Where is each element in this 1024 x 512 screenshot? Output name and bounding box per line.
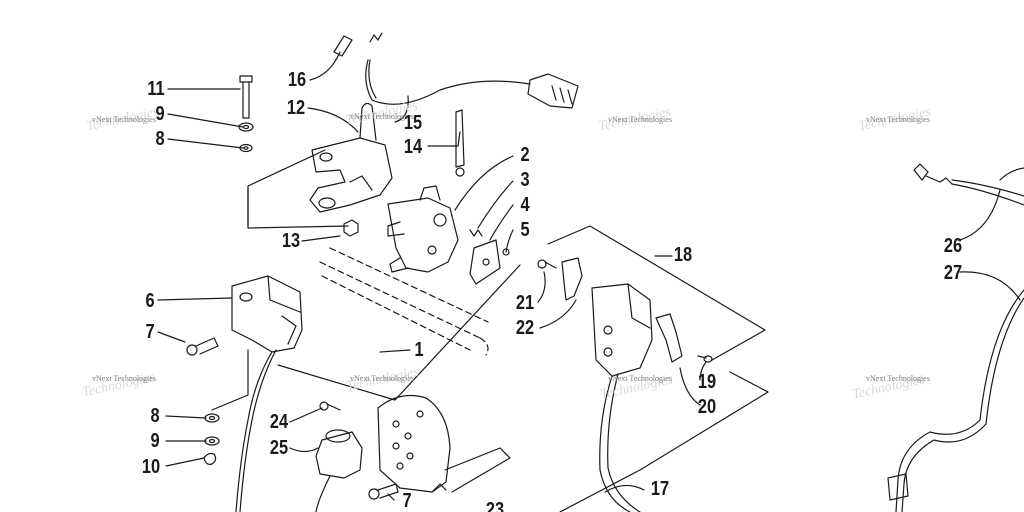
part-label-10: 10 bbox=[141, 456, 161, 478]
part-label-26: 26 bbox=[943, 235, 963, 257]
part-label-9-lower: 9 bbox=[150, 430, 160, 452]
part-label-24: 24 bbox=[269, 411, 289, 433]
cable-17 bbox=[599, 373, 641, 512]
clamp-12 bbox=[309, 102, 393, 213]
part-label-5: 5 bbox=[520, 219, 530, 241]
screw-7-lower bbox=[368, 483, 399, 500]
cap-25 bbox=[315, 429, 363, 512]
screw-24 bbox=[319, 401, 341, 411]
block-13 bbox=[343, 219, 359, 237]
screw-7-upper bbox=[186, 337, 219, 356]
part-label-2: 2 bbox=[520, 144, 530, 166]
part-label-7-lower: 7 bbox=[402, 490, 412, 512]
lever-20 bbox=[655, 313, 683, 363]
part-label-4: 4 bbox=[520, 194, 530, 216]
watermark: vNext Technologies bbox=[92, 374, 156, 383]
part-label-11: 11 bbox=[147, 78, 165, 100]
plug-16 bbox=[333, 35, 353, 57]
part-label-20: 20 bbox=[697, 396, 717, 418]
bolt-11 bbox=[239, 75, 253, 119]
leader-lines bbox=[157, 51, 1021, 501]
part-label-25: 25 bbox=[269, 437, 289, 459]
part-label-12: 12 bbox=[286, 97, 306, 119]
part-label-15: 15 bbox=[403, 112, 423, 134]
part-label-9: 9 bbox=[155, 103, 165, 125]
part-label-21: 21 bbox=[515, 292, 535, 314]
washer-9-top bbox=[238, 122, 254, 132]
part-label-7: 7 bbox=[145, 321, 155, 343]
throttle-cable bbox=[235, 349, 277, 512]
screw-21 bbox=[537, 259, 557, 269]
housing-2 bbox=[387, 185, 459, 273]
washer-9-lower bbox=[204, 436, 220, 446]
watermark: vNext Technologies bbox=[866, 115, 930, 124]
part-1-dashed-outline bbox=[319, 247, 489, 356]
watermark: vNext Technologies bbox=[350, 112, 414, 121]
clip-10 bbox=[203, 452, 217, 465]
assembly-brackets bbox=[211, 149, 769, 512]
cable-27 bbox=[887, 289, 1024, 512]
part-label-1: 1 bbox=[414, 339, 424, 361]
part-label-17: 17 bbox=[650, 478, 670, 500]
part-label-22: 22 bbox=[515, 317, 535, 339]
watermark: vNext Technologies bbox=[608, 115, 672, 124]
part-label-19: 19 bbox=[697, 371, 717, 393]
watermark: vNext Technologies bbox=[92, 115, 156, 124]
washer-8-lower bbox=[204, 413, 220, 423]
part-label-18: 18 bbox=[673, 244, 693, 266]
cable-26 bbox=[913, 163, 1024, 206]
plate-4 bbox=[469, 239, 501, 285]
part-label-14: 14 bbox=[403, 136, 423, 158]
spring-3 bbox=[469, 229, 483, 237]
part-label-8: 8 bbox=[155, 128, 165, 150]
part-label-6: 6 bbox=[145, 290, 155, 312]
part-label-8-lower: 8 bbox=[150, 405, 160, 427]
washer-8-top bbox=[239, 143, 253, 153]
part-label-13: 13 bbox=[281, 230, 301, 252]
part-label-27: 27 bbox=[943, 262, 963, 284]
harness-15 bbox=[365, 32, 579, 109]
watermark: vNext Technologies bbox=[350, 374, 414, 383]
switch-housing-18 bbox=[591, 283, 653, 377]
part-label-3: 3 bbox=[520, 169, 530, 191]
screw-5 bbox=[502, 248, 510, 256]
lever-22 bbox=[561, 257, 583, 301]
cover-23 bbox=[377, 395, 451, 493]
lower-clamp-6 bbox=[231, 275, 303, 353]
key-14 bbox=[455, 109, 465, 177]
watermark: vNext Technologies bbox=[866, 374, 930, 383]
part-label-16: 16 bbox=[287, 69, 307, 91]
part-label-23: 23 bbox=[485, 499, 505, 512]
screw-19 bbox=[697, 355, 713, 363]
watermark: vNext Technologies bbox=[608, 374, 672, 383]
